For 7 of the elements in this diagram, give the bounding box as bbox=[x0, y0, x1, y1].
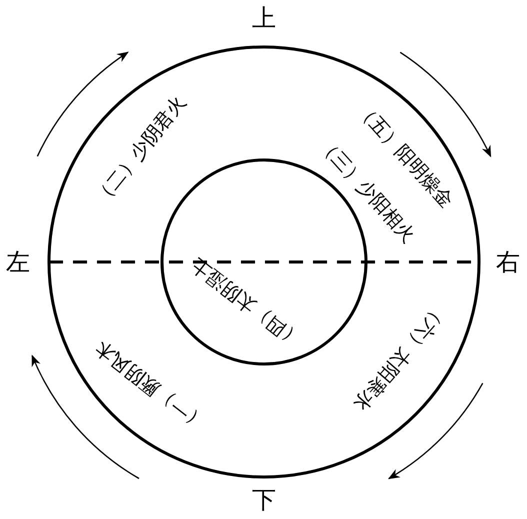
ring-label: （六）太阳寒水 bbox=[349, 300, 451, 414]
ring-label: （一）厥阴风木 bbox=[92, 336, 208, 434]
ring-label: （二）少阴君火 bbox=[90, 92, 190, 208]
direction-label: 左 bbox=[6, 250, 30, 274]
direction-label: 上 bbox=[252, 6, 276, 30]
direction-label: 下 bbox=[252, 488, 276, 512]
direction-label: 右 bbox=[496, 250, 520, 274]
